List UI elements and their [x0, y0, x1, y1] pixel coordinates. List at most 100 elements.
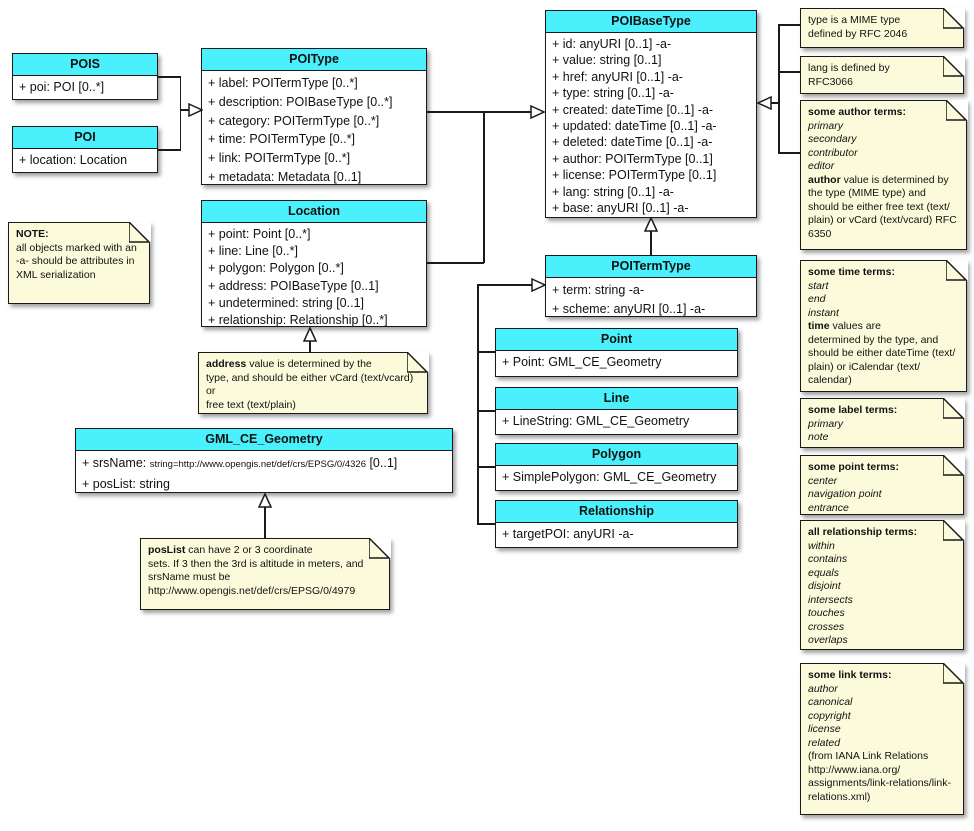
connector-line [427, 262, 484, 264]
class-attribute: + category: POITermType [0..*] [208, 113, 380, 128]
note-author-terms: some author terms: primary secondary con… [800, 99, 968, 250]
class-location: Location + point: Point [0..*] + line: L… [201, 200, 427, 327]
term-item: copyright [808, 709, 851, 722]
srsname-prefix: + srsName: [82, 456, 150, 470]
term-item: start [808, 279, 829, 292]
class-attribute: + term: string -a- [552, 283, 645, 297]
note-title: NOTE: [16, 228, 49, 240]
class-polygon: Polygon + SimplePolygon: GML_CE_Geometry [495, 443, 738, 491]
class-attribute: + scheme: anyURI [0..1] -a- [552, 301, 706, 316]
connector-line [477, 351, 495, 353]
class-attribute: + srsName: string=http://www.opengis.net… [82, 454, 446, 475]
term-item: center [808, 474, 838, 487]
term-item: contains [808, 553, 848, 565]
term-item: navigation point [808, 488, 882, 500]
class-attribute: + label: POITermType [0..*] [208, 76, 358, 90]
connector-line [158, 76, 181, 78]
term-item: within [808, 539, 835, 552]
class-title: GML_CE_Geometry [76, 429, 452, 451]
term-item: disjoint [808, 580, 841, 592]
note-point-terms: some point terms: center navigation poin… [800, 454, 965, 515]
srsname-default-url: string=http://www.opengis.net/def/crs/EP… [149, 459, 366, 470]
class-attribute: + Point: GML_CE_Geometry [502, 355, 662, 369]
note-body: type is a MIME type defined by RFC 2046 [808, 14, 908, 40]
note-connector-line [778, 24, 801, 26]
generalization-arrowhead-icon [257, 492, 273, 508]
note-link-terms: some link terms: author canonical copyri… [800, 662, 965, 815]
note-keyword: time [808, 320, 830, 332]
class-attribute: + targetPOI: anyURI -a- [502, 527, 634, 541]
note-body: lang is defined by RFC3066 [808, 62, 890, 88]
note-title: some author terms: [808, 106, 907, 118]
term-item: intersects [808, 593, 853, 606]
class-title: POIType [202, 49, 426, 71]
note-connector-line [778, 152, 801, 154]
class-title: POIS [13, 54, 157, 76]
class-poibasetype: POIBaseType + id: anyURI [0..1] -a- + va… [545, 10, 757, 218]
generalization-arrowhead-icon [302, 326, 318, 342]
note-body: posList can have 2 or 3 coordinate sets.… [148, 544, 364, 597]
class-attribute: + location: Location [19, 153, 128, 167]
generalization-arrowhead-icon [531, 277, 547, 293]
generalization-arrowhead-icon [530, 104, 546, 120]
note-relationship-terms: all relationship terms: within contains … [800, 519, 965, 650]
note-xml-serialization: NOTE: all objects marked with an -a- sho… [8, 221, 151, 304]
note-connector-line [778, 24, 780, 153]
term-item: secondary [808, 133, 857, 145]
note-fold-icon [945, 99, 968, 122]
generalization-arrowhead-icon [643, 216, 659, 232]
class-gml-ce-geometry: GML_CE_Geometry + srsName: string=http:/… [75, 428, 453, 493]
term-item: crosses [808, 620, 845, 633]
class-title: POIBaseType [546, 11, 756, 33]
class-title: Relationship [496, 501, 737, 523]
term-item: editor [808, 160, 835, 172]
class-attribute: + id: anyURI [0..1] -a- [552, 37, 672, 51]
class-attribute: + author: POITermType [0..1] [552, 151, 713, 166]
class-attribute: + updated: dateTime [0..1] -a- [552, 119, 717, 134]
connector-line [179, 76, 181, 151]
class-attribute: + polygon: Polygon [0..*] [208, 261, 344, 276]
term-item: primary [808, 417, 844, 430]
class-attribute: + time: POITermType [0..*] [208, 132, 355, 147]
note-title: some point terms: [808, 461, 900, 473]
class-line: Line + LineString: GML_CE_Geometry [495, 387, 738, 435]
class-attribute: + description: POIBaseType [0..*] [208, 94, 393, 109]
class-attribute: + point: Point [0..*] [208, 227, 311, 241]
class-attribute: + link: POITermType [0..*] [208, 151, 351, 166]
class-attribute: + deleted: dateTime [0..1] -a- [552, 135, 713, 150]
term-item: contributor [808, 146, 858, 159]
note-title: some time terms: [808, 266, 895, 278]
note-keyword: posList [148, 544, 186, 556]
term-item: entrance [808, 501, 849, 514]
term-item: overlaps [808, 634, 848, 646]
note-lang: lang is defined by RFC3066 [800, 55, 965, 94]
term-item: touches [808, 607, 845, 619]
connector-line [427, 111, 531, 113]
note-body: time values are determined by the type, … [808, 320, 956, 386]
note-fold-icon [368, 537, 391, 560]
note-address: address value is determined by the type,… [198, 351, 429, 414]
note-time-terms: some time terms: start end instant time … [800, 259, 968, 392]
connector-line [179, 109, 190, 111]
connector-line [477, 284, 532, 286]
class-title: POITermType [546, 256, 756, 278]
note-connector-line [778, 71, 801, 73]
term-item: end [808, 293, 826, 305]
connector-line [477, 284, 479, 524]
class-attribute: + lang: string [0..1] -a- [552, 184, 674, 199]
class-title: Location [202, 201, 426, 223]
connector-line [477, 466, 495, 468]
class-attribute: + value: string [0..1] [552, 53, 662, 68]
class-attribute: + LineString: GML_CE_Geometry [502, 414, 690, 428]
term-item: related [808, 736, 841, 749]
note-keyword: address [206, 358, 247, 370]
class-attribute: + line: Line [0..*] [208, 244, 298, 259]
class-attribute: + undetermined: string [0..1] [208, 295, 364, 310]
term-item: primary [808, 119, 844, 132]
class-attribute: + address: POIBaseType [0..1] [208, 278, 379, 293]
class-title: Polygon [496, 444, 737, 466]
term-item: license [808, 723, 841, 735]
note-body: author value is determined by the type (… [808, 173, 957, 240]
class-relationship: Relationship + targetPOI: anyURI -a- [495, 500, 738, 548]
